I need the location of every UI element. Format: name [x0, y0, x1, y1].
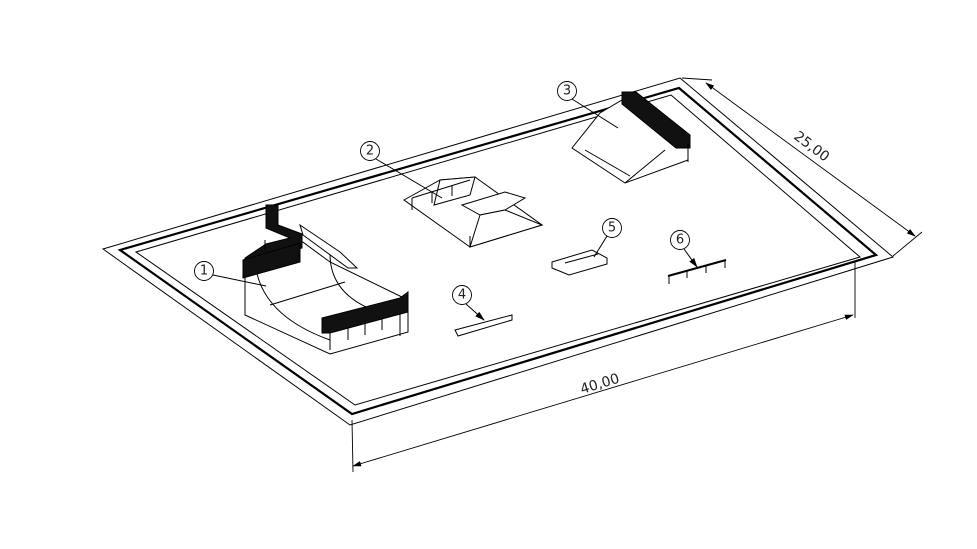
balloon-4: 4 [452, 285, 485, 321]
svg-text:5: 5 [608, 221, 616, 236]
feature-3-launch-ramp [571, 91, 691, 184]
feature-4-ledge [454, 314, 513, 337]
svg-text:3: 3 [563, 84, 571, 99]
svg-text:1: 1 [200, 264, 208, 279]
balloon-3: 3 [557, 81, 619, 129]
dimension-length-label: 40,00 [578, 371, 621, 398]
svg-text:6: 6 [676, 233, 684, 248]
dimension-width: 25,00 [681, 77, 923, 257]
slab [101, 77, 895, 426]
svg-text:4: 4 [458, 288, 466, 303]
feature-1-mini-ramp [242, 204, 409, 355]
dimension-length: 40,00 [351, 262, 856, 473]
feature-5-box [551, 249, 608, 276]
balloon-5: 5 [593, 218, 622, 258]
feature-6-flat-rail [667, 258, 727, 284]
balloon-1: 1 [194, 261, 267, 287]
balloon-6: 6 [670, 230, 698, 268]
feature-2-funbox [403, 176, 544, 248]
svg-text:2: 2 [366, 144, 374, 159]
balloon-2: 2 [360, 141, 443, 199]
